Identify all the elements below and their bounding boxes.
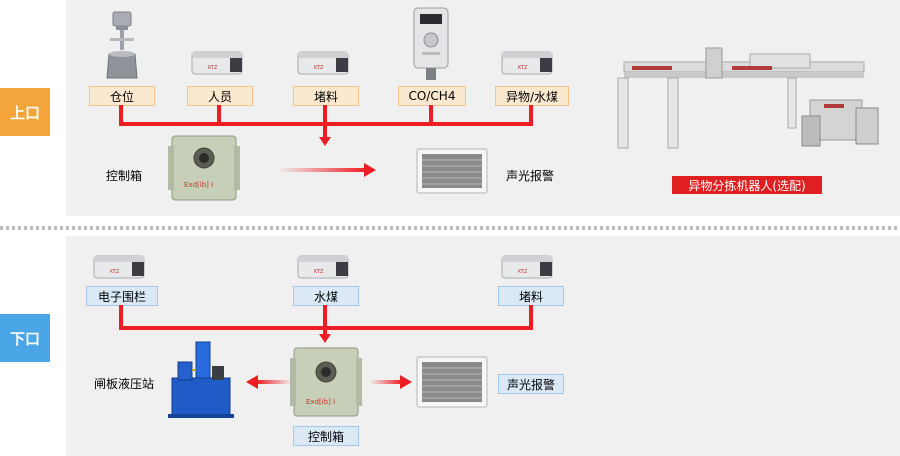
svg-text:KTZ: KTZ [110, 269, 120, 275]
connector-line [119, 105, 123, 125]
camera-icon: KTZ [297, 255, 349, 279]
camera-icon: KTZ [93, 255, 145, 279]
sensor-label-co-ch4: CO/CH4 [398, 86, 466, 106]
control-box-label: 控制箱 [293, 426, 359, 446]
flow-arrow-icon [370, 375, 412, 389]
lower-port-tag: 下口 [0, 314, 50, 362]
control-box-icon: Exd[ib] I [290, 347, 362, 417]
control-box-icon: Exd[ib] I [168, 135, 240, 201]
connector-line [119, 305, 123, 329]
connector-line [217, 105, 221, 125]
section-divider [0, 226, 900, 230]
gas-detector-icon [413, 7, 449, 80]
alarm-panel-icon [416, 148, 488, 194]
svg-text:KTZ: KTZ [518, 65, 528, 71]
svg-text:KTZ: KTZ [208, 65, 218, 71]
upper-port-tag: 上口 [0, 88, 50, 136]
svg-text:KTZ: KTZ [314, 269, 324, 275]
alarm-label: 声光报警 [498, 374, 564, 394]
sensor-label-personnel: 人员 [187, 86, 253, 106]
alarm-panel-icon [416, 356, 488, 408]
camera-icon: KTZ [501, 255, 553, 279]
bus-line [119, 326, 533, 330]
sensor-label-bin-level: 仓位 [89, 86, 155, 106]
arrow-down-icon [319, 334, 331, 343]
connector-line [529, 305, 533, 329]
sensor-label-foreign-water-coal: 异物/水煤 [495, 86, 569, 106]
level-sensor-icon [106, 11, 138, 79]
connector-line [429, 105, 433, 125]
flow-arrow-left-icon [246, 375, 292, 389]
camera-icon: KTZ [191, 51, 243, 75]
sensor-label-blockage: 堵料 [293, 86, 359, 106]
sensor-label-blockage: 堵料 [498, 286, 564, 306]
alarm-label: 声光报警 [505, 168, 554, 183]
hydraulic-station-icon [168, 341, 234, 418]
camera-icon: KTZ [297, 51, 349, 75]
camera-icon: KTZ [501, 51, 553, 75]
box-marking: Exd[ib] I [184, 181, 213, 189]
sensor-label-water-coal: 水煤 [293, 286, 359, 306]
control-box-label: 控制箱 [105, 168, 142, 183]
svg-text:KTZ: KTZ [518, 269, 528, 275]
svg-text:KTZ: KTZ [314, 65, 324, 71]
robot-icon [617, 47, 879, 149]
connector-line [323, 305, 327, 335]
bus-line [119, 122, 533, 126]
connector-line [323, 105, 327, 138]
box-marking: Exd[ib] I [306, 398, 335, 406]
arrow-down-icon [319, 137, 331, 146]
hydraulic-station-label: 闸板液压站 [93, 376, 154, 391]
robot-label: 异物分拣机器人(选配) [672, 176, 822, 194]
flow-arrow-icon [278, 163, 376, 177]
sensor-label-electronic-fence: 电子围栏 [86, 286, 158, 306]
connector-line [529, 105, 533, 125]
